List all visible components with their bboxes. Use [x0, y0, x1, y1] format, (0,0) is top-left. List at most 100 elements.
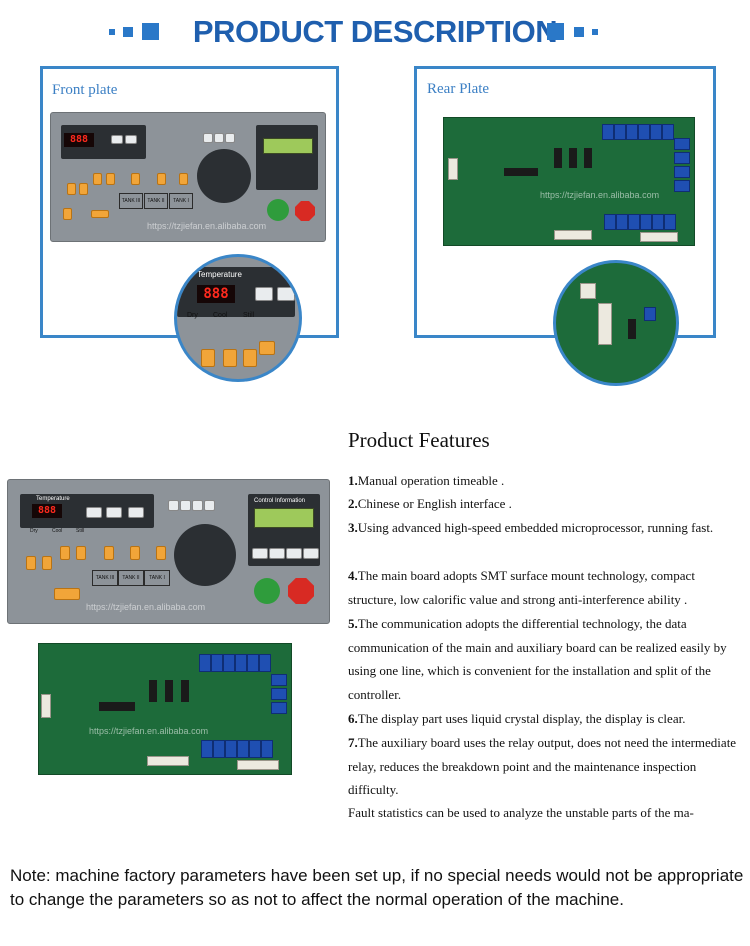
header-square-decoration [109, 29, 115, 35]
front-plate-label: Front plate [52, 82, 118, 98]
tank-2-label: TANK II [144, 193, 168, 209]
relay [604, 214, 616, 230]
relay [644, 307, 656, 321]
tank-key [156, 546, 166, 560]
relay [199, 654, 211, 672]
feature-item-2: 2.Chinese or English interface . [348, 492, 743, 516]
feature-item-3: 3.Using advanced high-speed embedded mic… [348, 516, 743, 540]
tank-key [131, 173, 140, 185]
tank-key [104, 546, 114, 560]
temperature-display: 888 [32, 504, 62, 518]
header-square-decoration [592, 29, 598, 35]
tank-1-label: TANK I [144, 570, 170, 586]
feature-item-1: 1.Manual operation timeable . [348, 469, 743, 493]
fan-key [214, 133, 224, 143]
feature-text: The display part uses liquid crystal dis… [357, 711, 686, 726]
ic-chip [569, 148, 577, 168]
still-label: Still [243, 312, 255, 319]
minus-key [255, 287, 273, 301]
feature-text: The communication adopts the differentia… [348, 616, 727, 702]
feature-number: 2. [348, 496, 358, 511]
fan-key [225, 133, 235, 143]
tank-key [223, 349, 237, 367]
features-title: Product Features [348, 428, 490, 452]
feature-extra: Fault statistics can be used to analyze … [348, 805, 694, 820]
header-square-decoration [142, 23, 159, 40]
feature-number: 1. [348, 473, 358, 488]
ic-chip [628, 319, 636, 339]
connector-header [580, 283, 596, 299]
feature-number: 3. [348, 520, 358, 535]
minus-key [111, 135, 123, 144]
relay [271, 688, 287, 700]
relay [664, 214, 676, 230]
front-zoom-circle: Temperature 888 Dry Cool Still [174, 254, 302, 382]
feature-number: 4. [348, 568, 358, 583]
note-text: Note: machine factory parameters have be… [10, 866, 744, 909]
dry-label: Dry [187, 312, 198, 319]
enter-key [303, 548, 319, 559]
relay [271, 674, 287, 686]
setup-key [286, 548, 302, 559]
relay [271, 702, 287, 714]
connector-header [41, 694, 51, 718]
relay [662, 124, 674, 140]
temperature-display: 888 [197, 285, 235, 303]
cool-label: Cool [213, 312, 228, 319]
relay [652, 214, 664, 230]
watermark: https://tzjiefan.en.alibaba.com [147, 221, 267, 231]
ic-chip [181, 680, 189, 702]
stop-button [295, 201, 315, 221]
tank-key [67, 183, 76, 195]
relay [602, 124, 614, 140]
lcd-display [254, 508, 314, 528]
relay [247, 654, 259, 672]
front-panel-image: 888 TANK III TANK II TANK I https://tzji… [50, 112, 326, 242]
temperature-label: Temperature [36, 496, 70, 502]
still-key [54, 588, 80, 600]
ic-chip [149, 680, 157, 702]
fan-key [203, 133, 213, 143]
tank-key [93, 173, 102, 185]
tank-1-label: TANK I [169, 193, 193, 209]
feature-item-7: 7.The auxiliary board uses the relay out… [348, 731, 743, 802]
tank-key [76, 546, 86, 560]
feature-number: 6. [348, 711, 358, 726]
tank-3-label: TANK III [92, 570, 118, 586]
watermark: https://tzjiefan.en.alibaba.com [86, 602, 206, 612]
mode-dial [197, 149, 251, 203]
start-program-button [254, 578, 280, 604]
tank-key [179, 173, 188, 185]
page-title: PRODUCT DESCRIPTION [192, 14, 558, 49]
esc-key [252, 548, 268, 559]
fan-key [204, 500, 215, 511]
tank-key [106, 173, 115, 185]
tank-key [42, 556, 52, 570]
start-program-button [267, 199, 289, 221]
relay [261, 740, 273, 758]
relay [638, 124, 650, 140]
tank-3-label: TANK III [119, 193, 143, 209]
header-square-decoration [547, 23, 564, 40]
tank-key [243, 349, 257, 367]
fan-key [192, 500, 203, 511]
header-square-decoration [123, 27, 133, 37]
connector-header [448, 158, 458, 180]
feature-number: 7. [348, 735, 358, 750]
plus-key [125, 135, 137, 144]
tank-key [91, 210, 109, 218]
tank-key [63, 208, 72, 220]
relay [223, 654, 235, 672]
fan-key [168, 500, 179, 511]
connector-header [554, 230, 592, 240]
relay [640, 214, 652, 230]
relay [628, 214, 640, 230]
tank-key [26, 556, 36, 570]
mode-dial [174, 524, 236, 586]
relay [235, 654, 247, 672]
page-header: PRODUCT DESCRIPTION [0, 12, 750, 52]
watermark: https://tzjiefan.en.alibaba.com [540, 190, 660, 200]
feature-text: Manual operation timeable . [357, 473, 505, 488]
rear-zoom-circle [553, 260, 679, 386]
relay [674, 138, 690, 150]
